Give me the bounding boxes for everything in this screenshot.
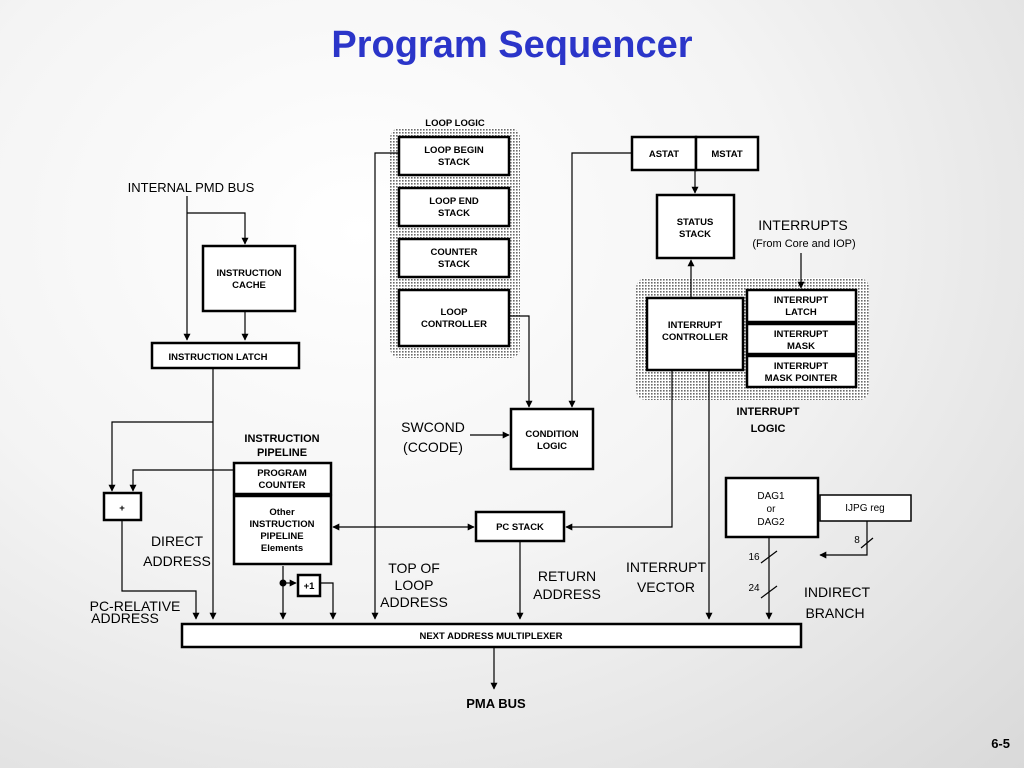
astat-register: ASTAT: [630, 135, 698, 172]
interrupt-latch: INTERRUPT LATCH: [745, 288, 858, 324]
loop-controller: LOOP CONTROLLER: [397, 288, 511, 348]
bus-width-24-label: 24: [748, 583, 760, 594]
condition-logic: CONDITION LOGIC: [509, 407, 595, 471]
interrupt-mask-pointer: INTERRUPT MASK POINTER: [745, 354, 858, 389]
instruction-latch: INSTRUCTION LATCH: [150, 341, 301, 370]
pma-bus-label: PMA BUS: [466, 696, 526, 711]
loop-begin-stack-label-2: STACK: [438, 157, 470, 168]
return-address-label-1: RETURN: [538, 568, 596, 584]
swcond-label: SWCOND: [401, 419, 465, 435]
instruction-cache-label-1: INSTRUCTION: [217, 268, 282, 279]
instruction-pipeline: INSTRUCTION PIPELINE PROGRAM COUNTER Oth…: [232, 433, 333, 566]
direct-address-label-2: ADDRESS: [143, 553, 211, 569]
loop-controller-label-2: CONTROLLER: [421, 319, 487, 330]
adder-label: +: [119, 503, 125, 514]
loop-end-stack-label-1: LOOP END: [429, 196, 479, 207]
program-counter: PROGRAM COUNTER: [232, 461, 333, 496]
bus-width-16-label: 16: [748, 552, 760, 563]
mstat-register: MSTAT: [694, 135, 760, 172]
bus-width-8-label: 8: [854, 535, 860, 546]
interrupt-controller-label-1: INTERRUPT: [668, 320, 723, 331]
direct-address-label-1: DIRECT: [151, 533, 204, 549]
instruction-pipeline-label-1: INSTRUCTION: [244, 433, 319, 445]
interrupt-logic-label-2: LOGIC: [751, 423, 786, 435]
pc-relative-label-2: ADDRESS: [91, 610, 159, 626]
interrupt-vector-label-1: INTERRUPT: [626, 559, 707, 575]
other-pipeline-label-3: PIPELINE: [260, 531, 303, 542]
interrupt-mask: INTERRUPT MASK: [745, 322, 858, 356]
interrupts-label: INTERRUPTS: [758, 217, 847, 233]
pc-stack-label: PC STACK: [496, 522, 544, 533]
internal-pmd-bus-label: INTERNAL PMD BUS: [128, 180, 255, 195]
next-address-mux-label: NEXT ADDRESS MULTIPLEXER: [419, 631, 562, 642]
dag-label-1: DAG1: [757, 491, 785, 502]
dag-label-3: DAG2: [757, 517, 785, 528]
connections: [108, 152, 874, 690]
incrementer-label: +1: [304, 581, 316, 592]
loop-logic-label: LOOP LOGIC: [425, 118, 485, 129]
junction-dot: [279, 579, 287, 587]
condition-logic-label-2: LOGIC: [537, 441, 567, 452]
instruction-cache: INSTRUCTION CACHE: [201, 244, 297, 313]
loop-controller-label-1: LOOP: [441, 307, 469, 318]
loop-begin-stack: LOOP BEGIN STACK: [397, 135, 511, 177]
interrupt-vector-label-2: VECTOR: [637, 579, 695, 595]
counter-stack-label-2: STACK: [438, 259, 470, 270]
condition-logic-label-1: CONDITION: [525, 429, 578, 440]
interrupt-latch-label-2: LATCH: [785, 307, 817, 318]
other-pipeline-label-4: Elements: [261, 543, 303, 554]
astat-label: ASTAT: [649, 149, 679, 160]
page-number: 6-5: [991, 736, 1010, 751]
interrupt-controller-label-2: CONTROLLER: [662, 332, 728, 343]
interrupt-mask-pointer-label-2: MASK POINTER: [765, 373, 838, 384]
next-address-multiplexer: NEXT ADDRESS MULTIPLEXER: [180, 622, 803, 649]
loop-begin-stack-label-1: LOOP BEGIN: [424, 145, 484, 156]
other-pipeline-label-2: INSTRUCTION: [250, 519, 315, 530]
page-title: Program Sequencer: [331, 24, 693, 66]
interrupt-logic: INTERRUPT CONTROLLER INTERRUPT LATCH INT…: [645, 288, 858, 435]
ijpg-register: IJPG reg: [819, 494, 912, 522]
adder: +: [102, 491, 143, 522]
program-counter-label-2: COUNTER: [259, 480, 306, 491]
pc-stack: PC STACK: [474, 510, 566, 543]
pc-relative-label-1: PC-RELATIVE: [90, 598, 181, 614]
ccode-label: (CCODE): [403, 439, 463, 455]
incrementer: +1: [296, 573, 322, 598]
counter-stack-label-1: COUNTER: [431, 247, 478, 258]
other-pipeline-elements: Other INSTRUCTION PIPELINE Elements: [232, 494, 333, 566]
top-of-loop-label-1: TOP OF: [388, 560, 440, 576]
ijpg-reg-label: IJPG reg: [845, 503, 884, 514]
dag: DAG1 or DAG2: [724, 476, 820, 539]
status-stack-label-2: STACK: [679, 229, 711, 240]
return-address-label-2: ADDRESS: [533, 586, 601, 602]
top-of-loop-label-3: ADDRESS: [380, 594, 448, 610]
interrupt-controller: INTERRUPT CONTROLLER: [645, 296, 745, 372]
other-pipeline-label-1: Other: [269, 507, 295, 518]
interrupt-mask-label-1: INTERRUPT: [774, 329, 829, 340]
interrupt-mask-label-2: MASK: [787, 341, 815, 352]
dag-label-2: or: [767, 504, 777, 515]
instruction-pipeline-label-2: PIPELINE: [257, 447, 307, 459]
indirect-branch-label-2: BRANCH: [805, 605, 864, 621]
status-stack: STATUS STACK: [655, 193, 736, 260]
loop-end-stack: LOOP END STACK: [397, 186, 511, 228]
status-stack-label-1: STATUS: [677, 217, 714, 228]
instruction-latch-label: INSTRUCTION LATCH: [168, 352, 267, 363]
loop-logic: LOOP LOGIC LOOP BEGIN STACK LOOP END STA…: [397, 118, 511, 348]
interrupt-latch-label-1: INTERRUPT: [774, 295, 829, 306]
indirect-branch-label-1: INDIRECT: [804, 584, 871, 600]
instruction-cache-label-2: CACHE: [232, 280, 266, 291]
loop-end-stack-label-2: STACK: [438, 208, 470, 219]
top-of-loop-label-2: LOOP: [395, 577, 434, 593]
interrupts-source-label: (From Core and IOP): [752, 238, 855, 250]
interrupt-logic-label-1: INTERRUPT: [737, 406, 800, 418]
counter-stack: COUNTER STACK: [397, 237, 511, 279]
mstat-label: MSTAT: [711, 149, 743, 160]
interrupt-mask-pointer-label-1: INTERRUPT: [774, 361, 829, 372]
program-counter-label-1: PROGRAM: [257, 468, 307, 479]
